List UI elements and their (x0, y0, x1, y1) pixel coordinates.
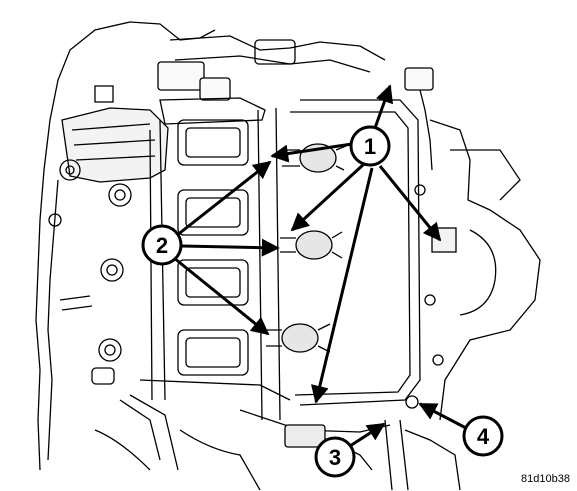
arrow-4 (418, 402, 467, 430)
leader-arrows (173, 84, 467, 448)
timing-cover (405, 119, 541, 421)
figure-id: 81d10b38 (521, 473, 570, 485)
callout-1-label: 1 (364, 134, 376, 159)
fuel-injector (280, 230, 343, 260)
callout-3-label: 3 (329, 445, 341, 470)
arrow-2-b (181, 238, 280, 257)
arrow-1-d (311, 167, 374, 404)
fuel-rail (257, 99, 421, 421)
arrow-2-a (175, 160, 272, 238)
engine-drawing (35, 21, 541, 491)
callout-1: 1 (349, 125, 391, 167)
fuel-injector (266, 323, 331, 353)
arrow-2-c (173, 256, 270, 336)
valve-cover (157, 35, 434, 171)
callout-4-label: 4 (477, 424, 490, 449)
callout-2: 2 (141, 224, 183, 266)
engine-block-left (35, 21, 216, 471)
arrow-3 (349, 422, 386, 448)
callout-2-label: 2 (156, 233, 168, 258)
arrow-1-e (378, 165, 442, 242)
callout-4: 4 (462, 415, 504, 457)
arrow-1-b (270, 142, 353, 163)
intake-runners (139, 119, 291, 401)
arrow-1-c (290, 162, 366, 232)
callout-3: 3 (314, 436, 356, 478)
